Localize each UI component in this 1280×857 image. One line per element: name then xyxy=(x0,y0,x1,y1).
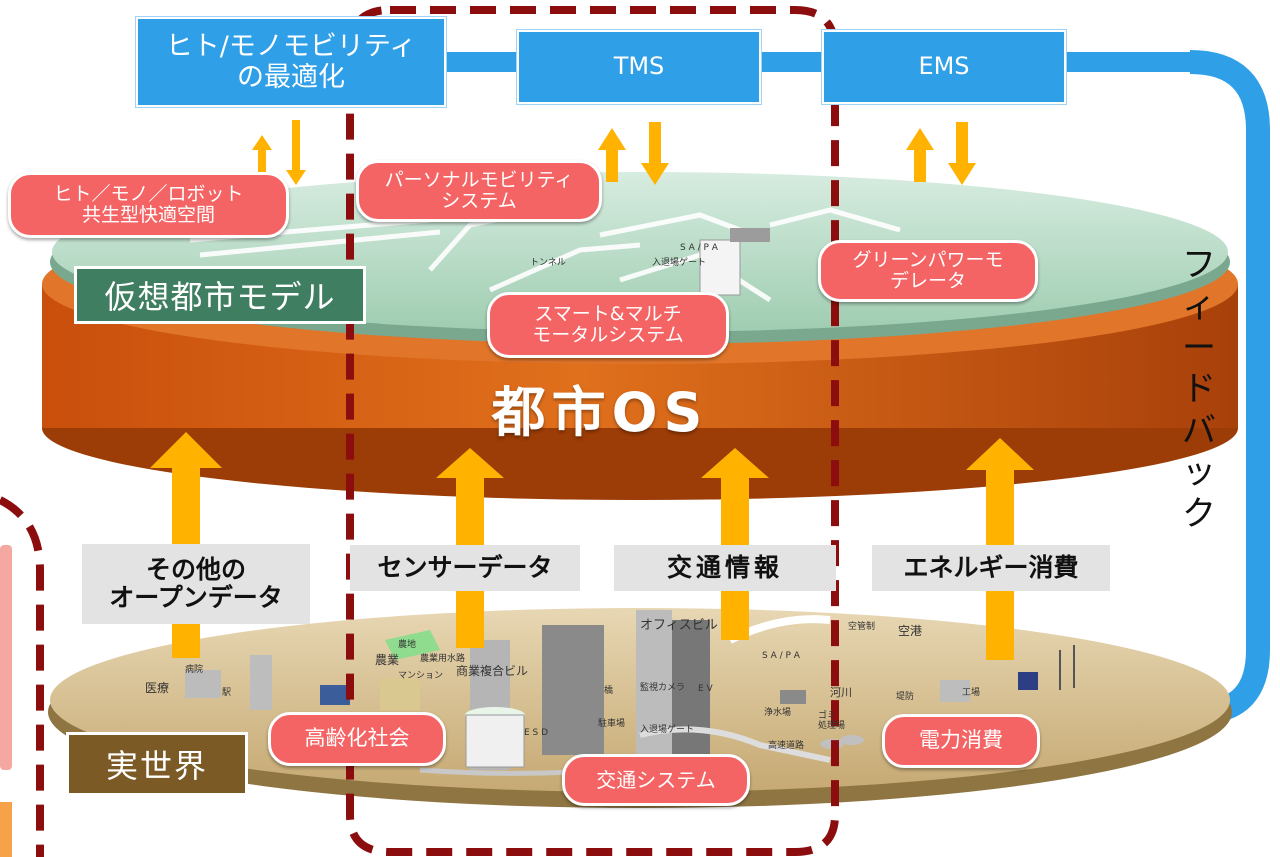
water-plant-label: 浄水場 xyxy=(764,708,792,718)
hospital-label: 病院 xyxy=(185,665,204,675)
virtual-tunnel-label: トンネル xyxy=(530,258,566,268)
power-consumption-callout: 電力消費 xyxy=(882,714,1040,768)
agriculture-label: 農業 xyxy=(375,653,400,667)
real-world-label: 実世界 xyxy=(66,732,248,796)
virtual-sapa-label: S A / P A xyxy=(680,243,718,253)
virtual-gate-label: 入退場ゲート xyxy=(652,258,707,268)
irrigation-label: 農業用水路 xyxy=(420,654,466,664)
air-control-label: 空管制 xyxy=(848,622,876,632)
robot-space-callout: ヒト／モノ／ロボット 共生型快適空間 xyxy=(8,172,289,238)
river-label: 河川 xyxy=(830,686,852,699)
traffic-system-callout: 交通システム xyxy=(562,754,750,806)
real-sapa-label: S A / P A xyxy=(762,651,800,661)
smart-multimodal-callout: スマート&マルチ モータルシステム xyxy=(487,292,729,358)
virtual-city-model-label: 仮想都市モデル xyxy=(74,266,366,324)
real-world-buildings xyxy=(185,610,1075,776)
left-cut-orange-box xyxy=(0,802,12,857)
left-cut-pink-box xyxy=(0,545,12,770)
personal-mobility-callout: パーソナルモビリティ システム xyxy=(356,160,602,222)
open-data-label: その他の オープンデータ xyxy=(82,544,310,624)
tms-box: TMS xyxy=(517,30,761,104)
airport-label: 空港 xyxy=(898,624,923,638)
medical-label: 医療 xyxy=(145,681,170,695)
station-label: 駅 xyxy=(222,688,232,698)
levee-label: 堤防 xyxy=(896,692,915,702)
farmland-label: 農地 xyxy=(398,640,417,650)
ev-label: E V xyxy=(698,684,713,694)
mansion-label: マンション xyxy=(398,671,444,681)
highway-label: 高速道路 xyxy=(768,741,805,751)
top-yellow-arrows xyxy=(252,120,976,185)
camera-label: 監視カメラ xyxy=(640,683,686,693)
green-power-callout: グリーンパワーモ デレータ xyxy=(818,240,1038,302)
mobility-optimization-box: ヒト/モノモビリティ の最適化 xyxy=(136,17,446,107)
garbage-plant-label: ゴミ 処理場 xyxy=(818,711,846,731)
ems-box: EMS xyxy=(822,30,1066,104)
feedback-label: フィードバック xyxy=(1182,245,1216,534)
city-os-title: 都市OS xyxy=(491,381,709,444)
sensor-data-label: センサーデータ xyxy=(350,545,580,591)
commercial-building-label: 商業複合ビル xyxy=(456,664,529,678)
aging-society-callout: 高齢化社会 xyxy=(268,712,446,766)
office-building-label: オフィスビル xyxy=(640,618,718,633)
traffic-info-label: 交通情報 xyxy=(614,545,836,591)
esd-label: E S D xyxy=(524,728,549,738)
bridge-label: 橋 xyxy=(604,686,614,696)
real-gate-label: 入退場ゲート xyxy=(640,725,695,735)
energy-consumption-label: エネルギー消費 xyxy=(872,545,1110,591)
factory-label: 工場 xyxy=(962,688,981,698)
parking-label: 駐車場 xyxy=(598,719,626,729)
dashed-left-fragment xyxy=(0,496,44,857)
